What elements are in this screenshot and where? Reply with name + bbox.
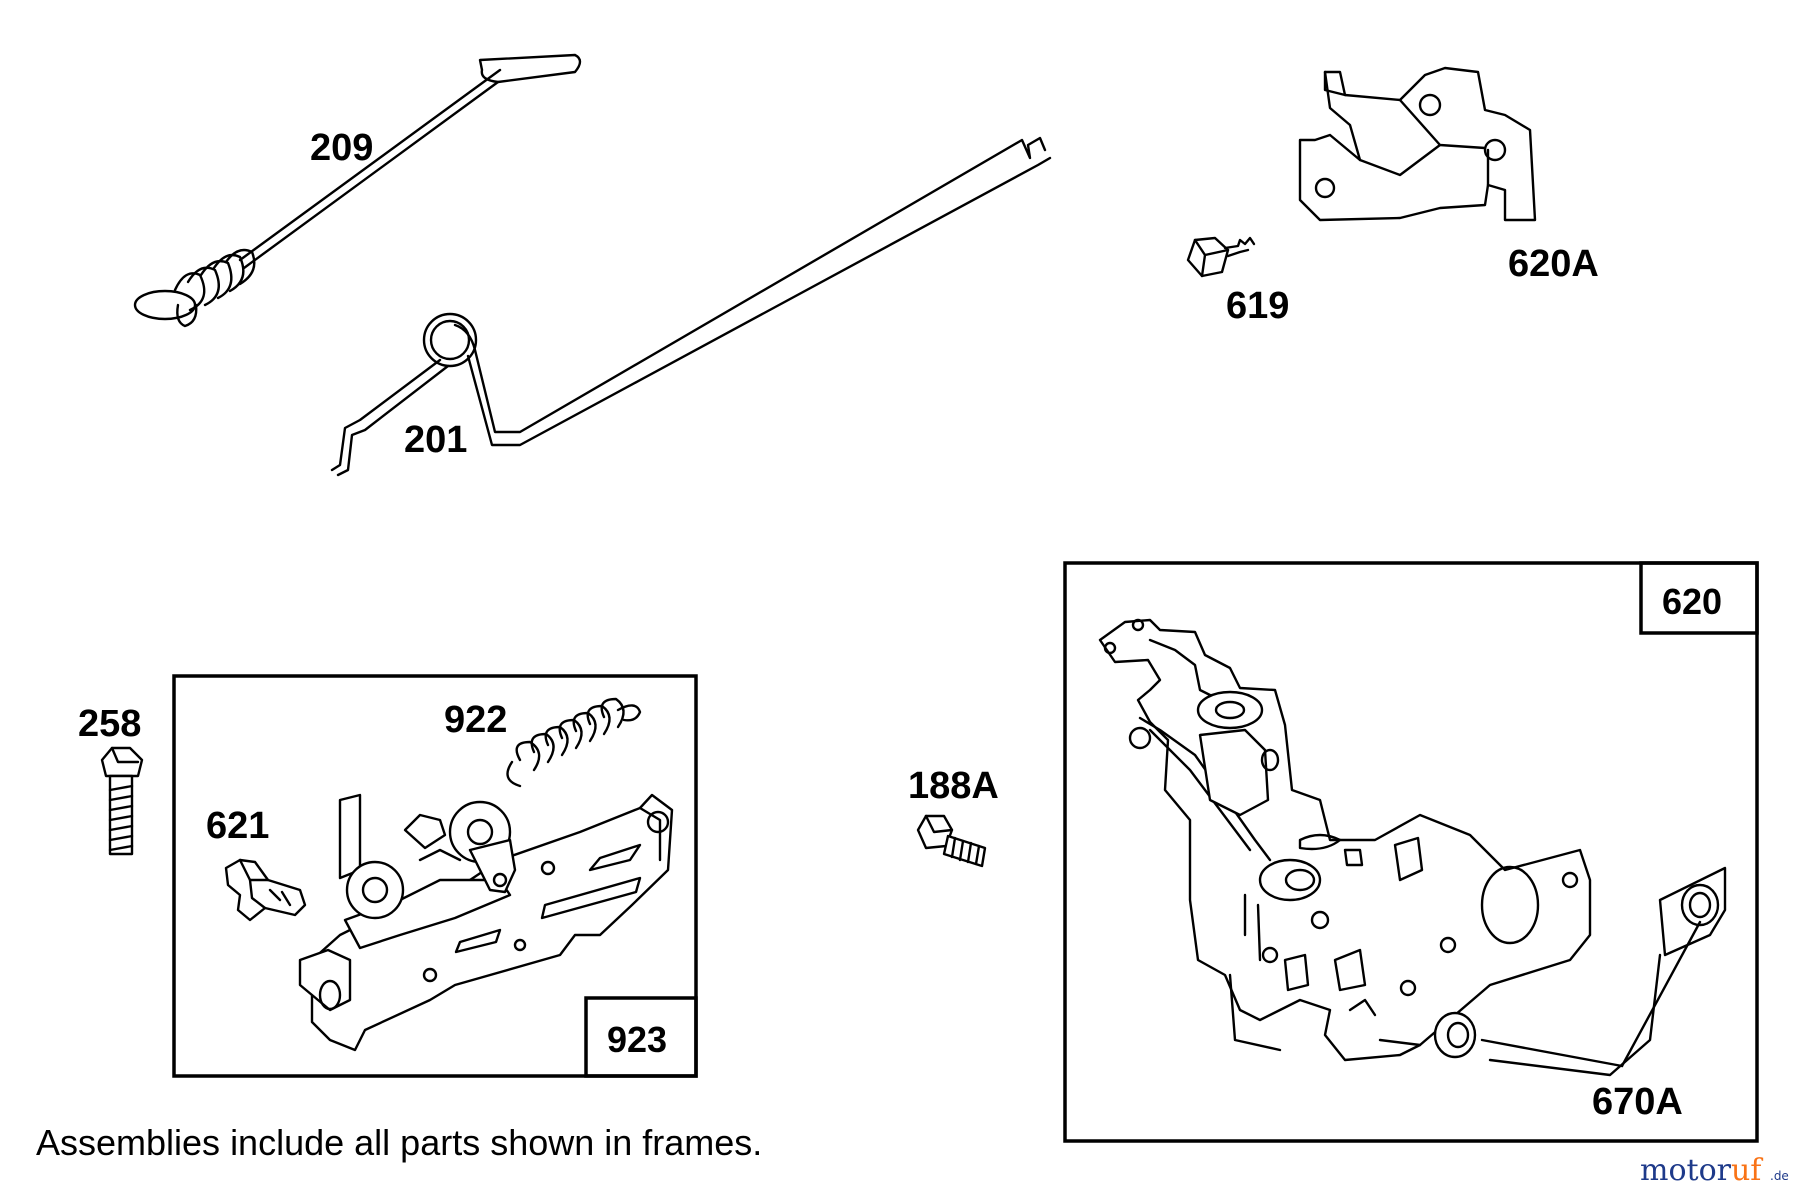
label-621: 621 <box>206 805 269 847</box>
part-923-control-plate <box>298 793 674 1052</box>
assemblies-note: Assemblies include all parts shown in fr… <box>36 1122 762 1163</box>
part-620A-bracket <box>1298 66 1537 222</box>
label-188A: 188A <box>908 765 999 807</box>
watermark-part1: motor <box>1640 1153 1732 1188</box>
watermark-logo: motoruf .de <box>1640 1153 1789 1188</box>
svg-text:motoruf: motoruf <box>1640 1153 1763 1188</box>
label-209: 209 <box>310 127 373 169</box>
watermark-part2: uf <box>1731 1153 1763 1188</box>
frame-923-tag <box>584 996 698 1078</box>
frame-620-tag <box>1639 561 1759 635</box>
part-258-bolt <box>100 746 144 856</box>
label-670A: 670A <box>1592 1081 1683 1123</box>
label-619: 619 <box>1226 285 1289 327</box>
frame-620 <box>1063 561 1759 1143</box>
part-201-governor-link <box>330 136 1052 477</box>
part-209-spring-rod <box>133 53 582 328</box>
label-620A: 620A <box>1508 243 1599 285</box>
frame-923 <box>172 674 698 1078</box>
part-620-control-bracket <box>1098 618 1727 1077</box>
label-201: 201 <box>404 419 467 461</box>
part-619-screw <box>1186 236 1256 278</box>
part-188A-screw <box>916 814 987 868</box>
label-258: 258 <box>78 703 141 745</box>
part-621-clip <box>224 858 307 922</box>
label-923: 923 <box>607 1019 667 1060</box>
label-922: 922 <box>444 699 507 741</box>
part-922-spring <box>506 697 642 788</box>
watermark-suffix: .de <box>1770 1169 1789 1183</box>
label-620: 620 <box>1662 581 1722 622</box>
leader-lines-670A <box>1480 920 1702 1068</box>
